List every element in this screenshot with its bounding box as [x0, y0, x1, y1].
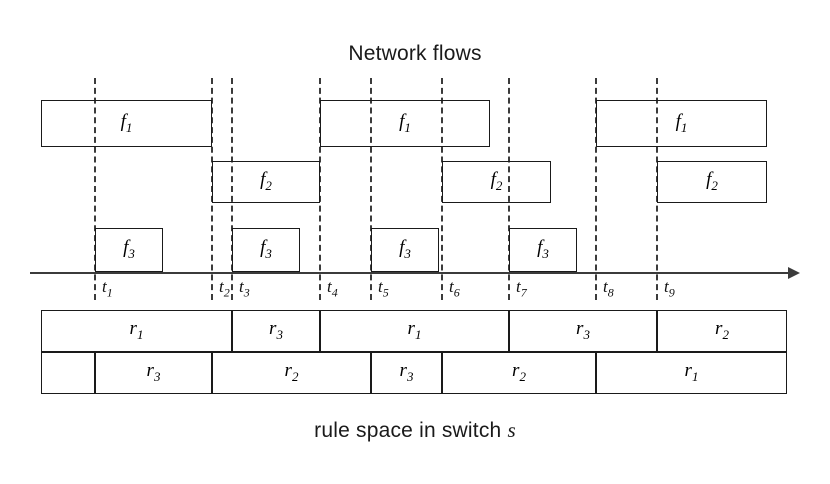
rule-cell-label: r2	[512, 360, 526, 384]
rule-cell-label: r3	[146, 360, 161, 384]
rule-cell-r3-r2c2: r3	[95, 352, 212, 394]
flow-box-label: f2	[706, 169, 718, 193]
flow-box-f1-1: f1	[41, 100, 212, 147]
flow-box-f2-4: f2	[212, 161, 320, 203]
caption-text: rule space in switch	[314, 419, 508, 442]
flow-box-label: f1	[120, 110, 133, 135]
time-tick-label-t7: t7	[516, 277, 527, 300]
time-tick-label-t9: t9	[664, 277, 675, 300]
time-tick-label-t5: t5	[378, 277, 389, 300]
rule-cell-label: r1	[684, 360, 699, 384]
rule-cell-label: r2	[715, 318, 729, 342]
rule-cell-r3-r1c2: r3	[232, 310, 320, 352]
rule-cell-label: r1	[129, 318, 144, 342]
time-gridline-t8	[595, 78, 597, 300]
time-gridline-t4	[319, 78, 321, 300]
time-axis-line	[30, 272, 790, 274]
time-axis-arrow-icon	[788, 267, 800, 279]
rule-cell-label: r3	[576, 318, 590, 342]
rule-cell-r1-r1c1: r1	[41, 310, 232, 352]
time-tick-label-t2: t2	[219, 277, 230, 300]
flow-box-label: f1	[399, 110, 411, 135]
flow-box-label: f3	[260, 237, 272, 261]
flow-box-f3-8: f3	[232, 228, 300, 272]
flow-box-f3-9: f3	[371, 228, 439, 272]
flow-box-label: f2	[260, 169, 272, 193]
flow-box-f3-7: f3	[95, 228, 163, 272]
rule-cell-r3-r2c4: r3	[371, 352, 442, 394]
rule-cell-r2-r2c3: r2	[212, 352, 371, 394]
time-tick-label-t1: t1	[102, 277, 113, 300]
time-gridline-t7	[508, 78, 510, 300]
rule-cell-r3-r1c4: r3	[509, 310, 657, 352]
flow-box-label: f1	[675, 110, 688, 135]
time-tick-label-t6: t6	[449, 277, 460, 300]
time-gridline-t3	[231, 78, 233, 300]
flow-box-f1-3: f1	[596, 100, 767, 147]
flow-box-f3-10: f3	[509, 228, 577, 272]
rule-cell-r1-r1c3: r1	[320, 310, 509, 352]
time-gridline-t1	[94, 78, 96, 300]
rule-cell-label: r3	[399, 360, 414, 384]
flow-box-f2-5: f2	[442, 161, 551, 203]
flow-box-f1-2: f1	[320, 100, 490, 147]
rule-cell-r1-r2c6: r1	[596, 352, 787, 394]
time-tick-label-t3: t3	[239, 277, 250, 300]
time-gridline-t5	[370, 78, 372, 300]
flow-box-f2-6: f2	[657, 161, 767, 203]
rule-cell-label: r2	[284, 360, 299, 384]
rule-cell-r2-r1c5: r2	[657, 310, 787, 352]
diagram-title: Network flows	[348, 42, 482, 65]
diagram-caption: rule space in switch s	[0, 418, 830, 443]
time-tick-label-t8: t8	[603, 277, 614, 300]
flow-box-label: f2	[490, 169, 503, 193]
flow-box-label: f3	[399, 237, 411, 261]
rule-cell-label: r1	[407, 318, 422, 342]
time-tick-label-t4: t4	[327, 277, 338, 300]
rule-cell-r2-r2c5: r2	[442, 352, 596, 394]
flow-box-label: f3	[123, 237, 135, 261]
rule-cell-empty-r2c1	[41, 352, 95, 394]
caption-switch-symbol: s	[507, 418, 516, 442]
rule-cell-label: r3	[269, 318, 283, 342]
flow-box-label: f3	[537, 237, 549, 261]
